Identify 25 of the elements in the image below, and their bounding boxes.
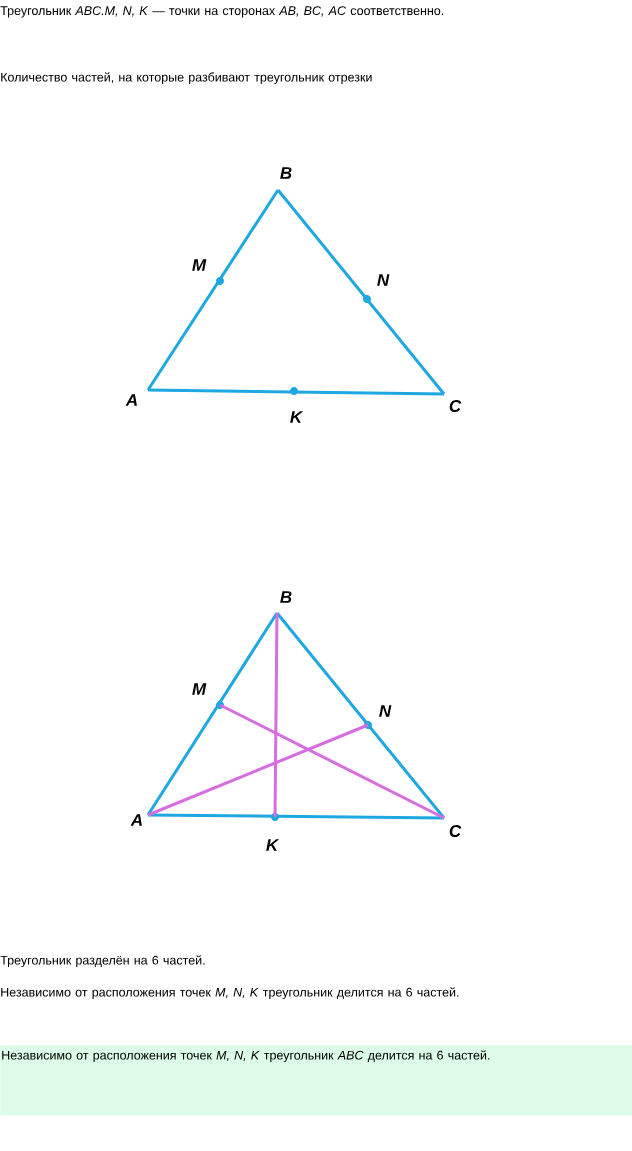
point-label: N — [364, 705, 392, 729]
point-label: M — [192, 259, 224, 285]
line-segment — [219, 703, 445, 820]
point-label: B — [280, 591, 292, 603]
point-label: K — [290, 387, 304, 423]
text-paragraph: Треугольник разделён на 6 частей. — [0, 955, 205, 968]
line-segment — [276, 189, 446, 395]
line-segment — [147, 723, 369, 817]
line-segment — [148, 813, 445, 820]
line-segment — [147, 388, 445, 396]
point-label: C — [449, 825, 462, 838]
point-label: N — [363, 274, 390, 303]
point-label: A — [130, 814, 142, 826]
line-segment — [146, 189, 280, 391]
point-label: K — [266, 813, 280, 851]
text-paragraph: Независимо от расположения точек M, N, K треугольник делится на 6 частей. — [1, 987, 459, 1000]
text-paragraph: Треугольник ABC.M, N, K — точки на сторонах AB, BC, AC соответственно. — [0, 6, 444, 18]
point-label: A — [125, 394, 137, 406]
point-label: C — [449, 400, 462, 413]
answer-box: Независимо от расположения точек M, N, K треугольник ABC делится на 6 частей. — [0, 1045, 632, 1116]
point-label: B — [280, 167, 292, 179]
point-label: M — [192, 683, 224, 709]
text-paragraph: Количество частей, на которые разбивают треугольник отрезки — [1, 72, 372, 85]
line-segment — [273, 613, 279, 818]
line-segment — [275, 612, 446, 819]
